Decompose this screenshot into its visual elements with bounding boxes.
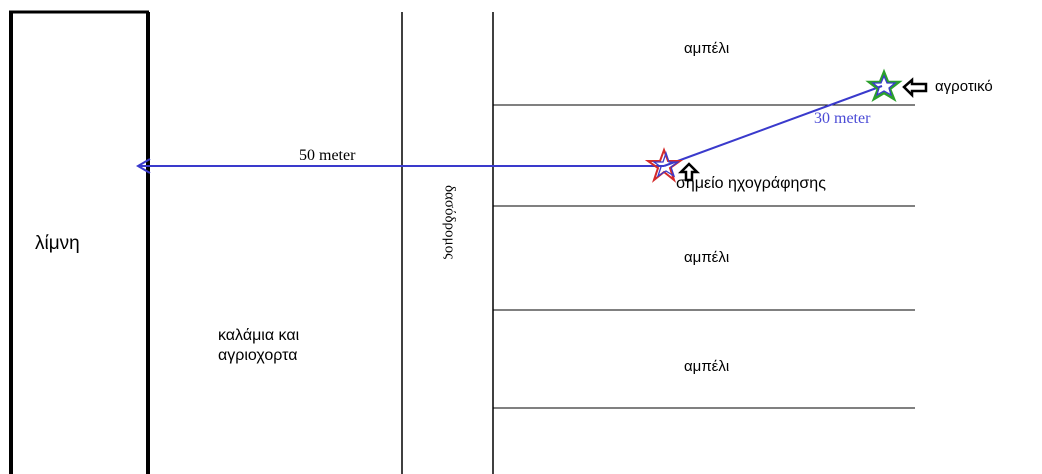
vineyard-label-middle: αμπέλι <box>684 249 730 266</box>
farm-road-star-icon <box>865 68 903 102</box>
road-label: δασόδρομος <box>441 184 458 260</box>
distance-30-line <box>663 85 883 167</box>
distance-30-label: 30 meter <box>814 110 871 127</box>
reeds-label: καλάμια και αγριοχορτα <box>218 327 300 364</box>
recording-point-star-overlay-icon <box>651 150 681 178</box>
vineyard-label-top: αμπέλι <box>684 40 730 57</box>
farm-road-label: αγροτικό <box>935 78 993 95</box>
lake-label: λίμνη <box>35 233 80 254</box>
farm-road-star-overlay-icon <box>871 74 897 97</box>
recording-point-label: σημείο ηχογράφησης <box>676 175 826 192</box>
arrow-up-icon <box>677 162 701 182</box>
arrow-head-icon <box>136 158 151 174</box>
arrow-left-icon <box>902 77 928 99</box>
distance-50-label: 50 meter <box>299 147 356 164</box>
vineyard-label-bottom: αμπέλι <box>684 358 730 375</box>
